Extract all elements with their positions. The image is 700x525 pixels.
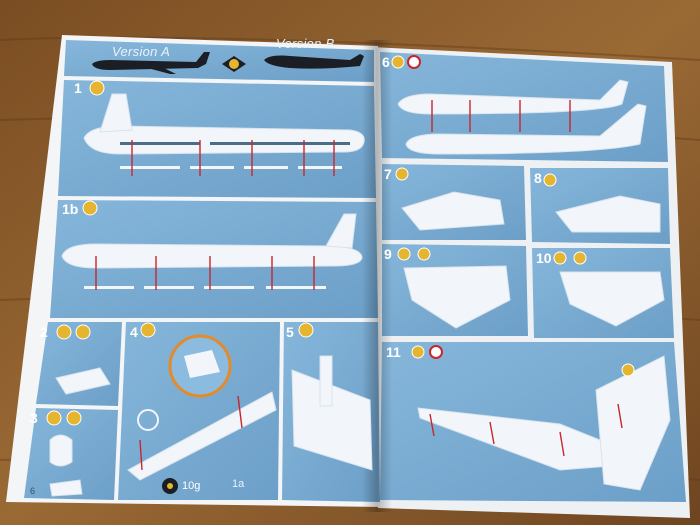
weight-icon	[162, 478, 178, 494]
paint-pot-icon	[543, 173, 557, 187]
paint-pot-icon	[140, 322, 156, 338]
step-1b-fuselage	[61, 213, 363, 289]
paint-pot-icon	[573, 251, 587, 265]
step-number-3: 3	[30, 410, 38, 426]
paint-pot-icon	[391, 55, 405, 69]
paint-pot-icon	[411, 345, 425, 359]
step-number-9: 9	[384, 246, 392, 262]
paint-pot-icon	[46, 410, 62, 426]
step-number-8: 8	[534, 170, 542, 186]
paint-pot-icon	[56, 324, 72, 340]
choice-diamond-icon	[222, 56, 246, 72]
weight-label: 10g	[182, 480, 201, 492]
wing-parts	[401, 191, 665, 329]
step-number-7: 7	[384, 166, 392, 182]
paint-pot-icon	[89, 80, 105, 96]
step-number-1b: 1b	[62, 201, 79, 217]
paint-pot-icon	[397, 247, 411, 261]
sub-step-1a: 1a	[232, 478, 245, 490]
paint-pot-icon	[66, 410, 82, 426]
step-4-fuselage-section	[127, 334, 277, 481]
step-number-10: 10	[536, 250, 552, 266]
paint-pot-icons	[46, 55, 635, 426]
version-b-label: Version B	[276, 36, 335, 51]
small-parts	[49, 367, 111, 497]
paint-pot-icon	[82, 200, 98, 216]
step-number-1: 1	[74, 80, 82, 96]
red-glue-arrows	[95, 100, 623, 471]
step-5-fuselage	[291, 355, 373, 471]
paint-pot-icon	[395, 167, 409, 181]
paint-pot-icon	[298, 322, 314, 338]
step-number-4: 4	[130, 324, 138, 340]
step-11-wing	[417, 355, 671, 491]
clock-icon	[429, 345, 443, 359]
version-a-silhouette	[92, 52, 210, 74]
step-number-11: 11	[386, 344, 401, 360]
version-b-silhouette	[264, 54, 364, 69]
version-a-label: Version A	[112, 44, 171, 59]
version-header-panel	[64, 40, 374, 82]
paint-pot-icon	[621, 363, 635, 377]
paint-pot-icon	[75, 324, 91, 340]
paint-pot-icon	[417, 247, 431, 261]
paint-pot-icon	[553, 251, 567, 265]
step-number-6: 6	[382, 54, 390, 70]
page-number: 6	[30, 486, 36, 496]
step-number-5: 5	[286, 324, 294, 340]
step-number-2: 2	[40, 324, 48, 340]
step-1-fuselage	[83, 93, 365, 169]
clock-icon	[407, 55, 421, 69]
